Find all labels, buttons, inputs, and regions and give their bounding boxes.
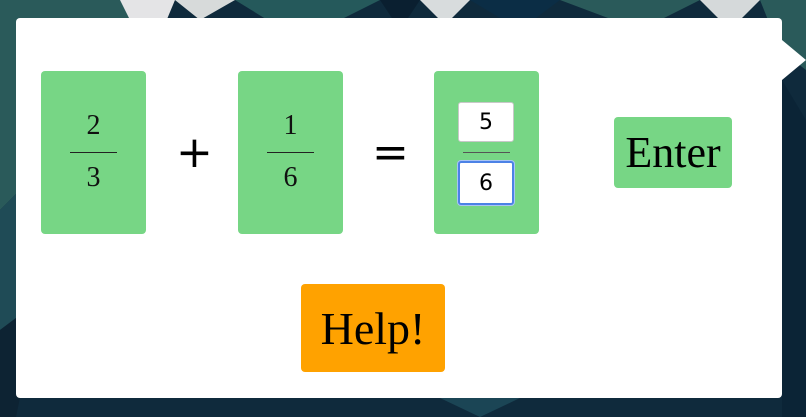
enter-button[interactable]: Enter: [614, 117, 732, 188]
fraction-1-bar: [70, 152, 117, 153]
answer-tile: [434, 71, 539, 234]
fraction-1-numerator: 2: [86, 110, 101, 141]
help-button[interactable]: Help!: [301, 284, 445, 372]
fraction-2-denominator: 6: [283, 162, 298, 193]
answer-fraction-bar: [463, 152, 510, 153]
fraction-1-tile: 2 3: [41, 71, 146, 234]
fraction-2-numerator: 1: [283, 110, 298, 141]
fraction-2-tile: 1 6: [238, 71, 343, 234]
fraction-2-bar: [267, 152, 314, 153]
equals-operator: =: [372, 127, 409, 178]
answer-numerator-input[interactable]: [458, 102, 514, 142]
plus-operator: +: [176, 127, 213, 178]
answer-denominator-input[interactable]: [458, 161, 514, 205]
fraction-1-denominator: 3: [86, 162, 101, 193]
